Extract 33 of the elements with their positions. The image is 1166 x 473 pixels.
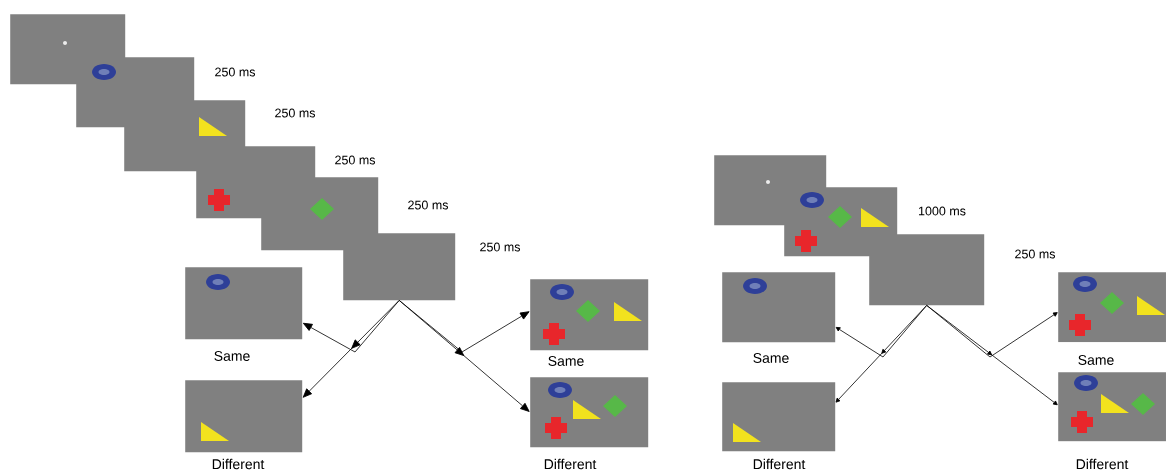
arrow — [398, 300, 530, 353]
duration-label: 250 ms — [1015, 249, 1056, 259]
arrow — [835, 305, 928, 403]
screen-drawing — [530, 279, 649, 351]
screen-drawing — [1058, 372, 1166, 442]
screen-drawing — [261, 177, 379, 251]
screen-drawing — [722, 272, 836, 343]
duration-label: 1000 ms — [919, 206, 966, 216]
screen-drawing — [869, 234, 985, 306]
duration-label: 250 ms — [275, 108, 316, 118]
condition-label: Different — [753, 458, 806, 470]
duration-label: 250 ms — [335, 155, 376, 165]
condition-label: Same — [548, 356, 584, 366]
screen-drawing — [185, 380, 303, 453]
arrow — [398, 300, 530, 412]
arrow — [926, 305, 1058, 358]
screen-drawing — [784, 187, 898, 257]
duration-label: 250 ms — [480, 242, 521, 252]
screen-drawing — [185, 267, 303, 340]
condition-label: Same — [214, 351, 250, 361]
screen-drawing — [1058, 272, 1166, 343]
arrow — [926, 305, 1058, 406]
duration-label: 250 ms — [408, 200, 449, 210]
condition-label: Different — [1076, 458, 1129, 470]
duration-label: 250 ms — [215, 67, 256, 77]
condition-label: Different — [212, 458, 265, 470]
condition-label: Different — [544, 458, 597, 470]
screen-drawing — [722, 382, 836, 452]
screen-drawing — [343, 233, 456, 301]
arrow — [302, 300, 400, 398]
condition-label: Same — [1078, 355, 1114, 365]
condition-label: Same — [753, 353, 789, 363]
screen-drawing — [530, 377, 649, 448]
